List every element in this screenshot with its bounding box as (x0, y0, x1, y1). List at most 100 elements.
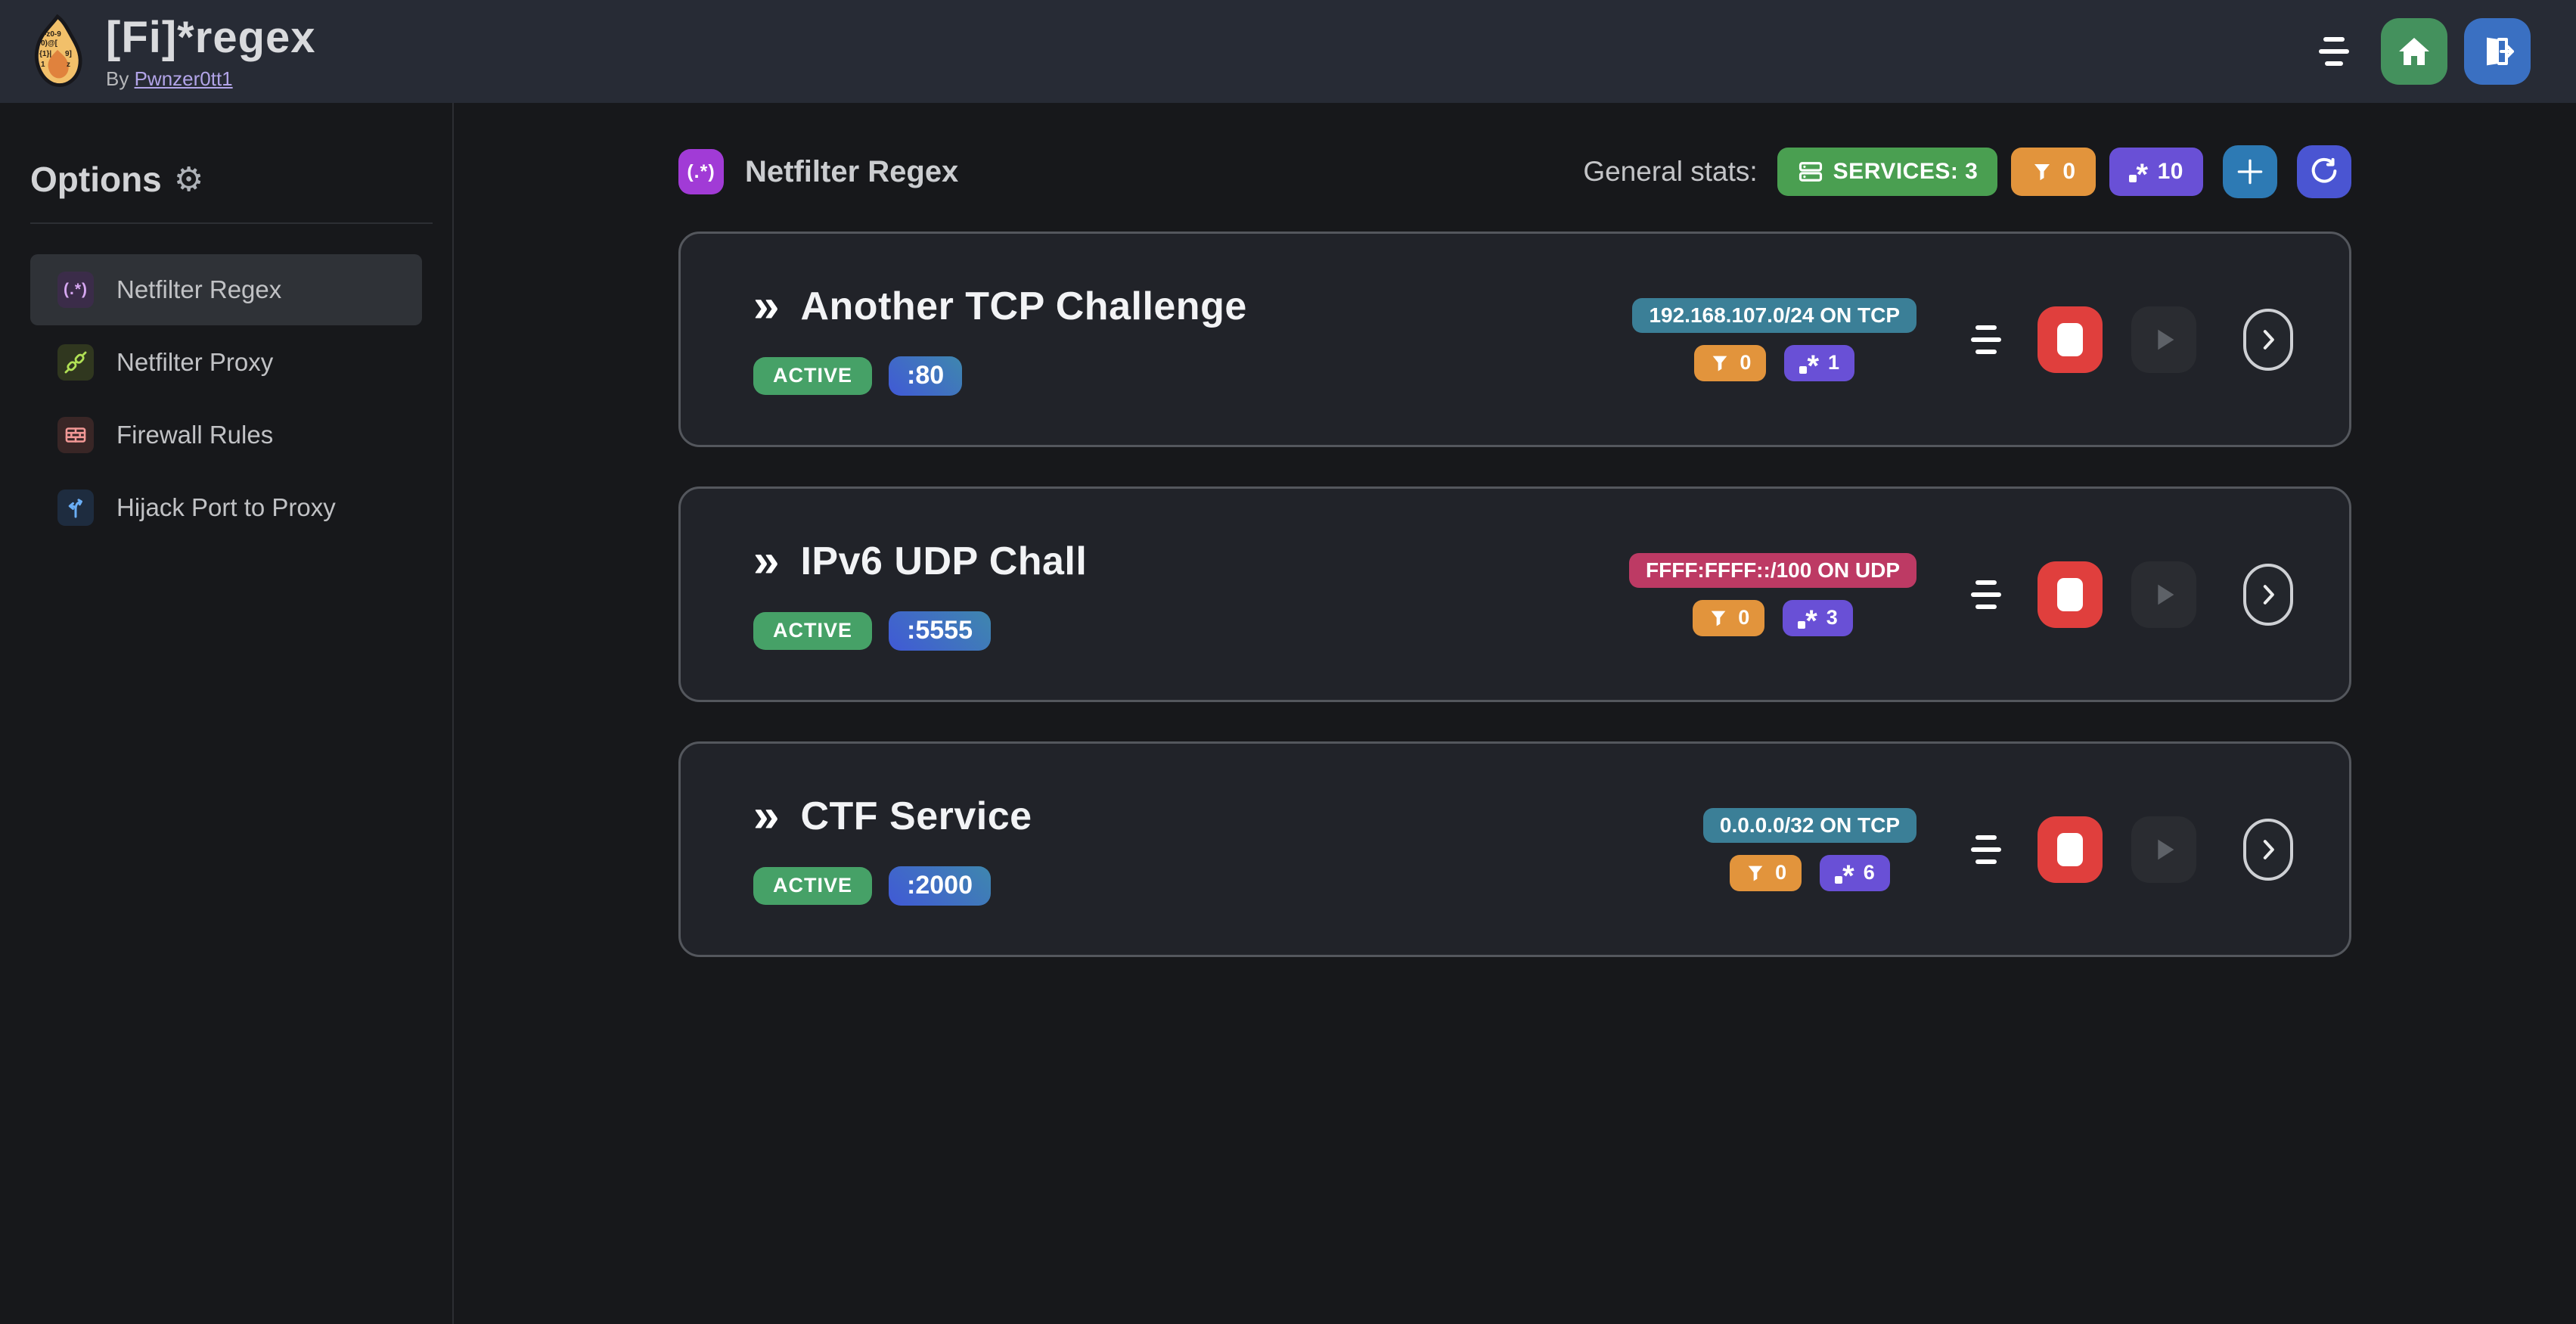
service-menu-icon[interactable] (1971, 580, 2001, 609)
sidebar-nav: (.*) Netfilter Regex Netfilter Proxy (30, 254, 422, 543)
play-icon (2158, 329, 2174, 350)
by-label: By (106, 67, 129, 90)
plus-icon (2237, 159, 2263, 185)
service-name: Another TCP Challenge (800, 284, 1247, 328)
sidebar-heading: Options ⚙ (30, 159, 422, 200)
service-menu-icon[interactable] (1971, 325, 2001, 354)
stop-icon (2057, 577, 2083, 611)
page-title: Netfilter Regex (745, 154, 959, 188)
brand: -z0-9 0)@[ {1}| 9] 1 z [Fi]*regex By Pwn… (27, 12, 316, 91)
status-badge: ACTIVE (753, 866, 873, 905)
svg-text:{1}|: {1}| (39, 50, 51, 58)
service-details-button[interactable] (2243, 308, 2293, 371)
service-filters-badge: 0 (1694, 344, 1767, 381)
stop-service-button[interactable] (2038, 306, 2103, 373)
service-regexes-badge: * 1 (1784, 344, 1855, 381)
start-service-button[interactable] (2131, 306, 2196, 373)
refresh-button[interactable] (2297, 145, 2351, 198)
sidebar-item-label: Firewall Rules (116, 421, 274, 449)
sidebar-item-netfilter-proxy[interactable]: Netfilter Proxy (30, 327, 422, 398)
svg-text:0)@[: 0)@[ (41, 39, 58, 48)
play-icon (2158, 584, 2174, 605)
app-header: -z0-9 0)@[ {1}| 9] 1 z [Fi]*regex By Pwn… (0, 0, 2576, 103)
chevron-right-icon (2263, 839, 2274, 859)
funnel-icon (1748, 866, 1763, 881)
service-menu-icon[interactable] (1971, 834, 2001, 864)
svg-text:1: 1 (41, 61, 45, 69)
add-service-button[interactable] (2223, 145, 2277, 198)
main-area: (.*) Netfilter Regex General stats: SERV… (454, 103, 2576, 1324)
regex-glyph-icon: * (2128, 159, 2149, 190)
service-details-button[interactable] (2243, 563, 2293, 626)
split-arrows-icon (57, 490, 94, 526)
sidebar-item-netfilter-regex[interactable]: (.*) Netfilter Regex (30, 254, 422, 325)
gear-icon: ⚙ (173, 160, 204, 199)
sidebar-item-label: Netfilter Proxy (116, 348, 274, 376)
cidr-badge: 192.168.107.0/24 ON TCP (1632, 297, 1916, 333)
sidebar-item-label: Netfilter Regex (116, 275, 282, 303)
brick-wall-icon (57, 417, 94, 453)
section-header: (.*) Netfilter Regex General stats: SERV… (678, 145, 2351, 198)
cidr-badge: 0.0.0.0/32 ON TCP (1702, 807, 1916, 843)
svg-text:-z0-9: -z0-9 (44, 30, 61, 39)
services-count-badge: SERVICES: 3 (1777, 148, 1998, 196)
service-filters-badge: 0 (1693, 599, 1765, 636)
service-list: » Another TCP Challenge ACTIVE :80 192.1… (678, 232, 2351, 957)
sidebar: Options ⚙ (.*) Netfilter Regex (0, 103, 454, 1324)
logout-icon (2487, 37, 2514, 66)
service-name: CTF Service (800, 794, 1032, 838)
plug-link-icon (57, 344, 94, 381)
stop-icon (2057, 322, 2083, 356)
stop-service-button[interactable] (2038, 561, 2103, 628)
funnel-icon (1713, 356, 1727, 371)
regex-glyph-icon: * (1799, 350, 1819, 381)
regex-glyph-icon: * (1835, 860, 1854, 891)
filters-count-badge: 0 (2011, 148, 2096, 196)
service-details-button[interactable] (2243, 818, 2293, 881)
funnel-icon (2034, 164, 2050, 181)
service-regexes-badge: * 6 (1820, 854, 1890, 891)
author-link[interactable]: Pwnzer0tt1 (134, 67, 233, 90)
double-chevron-icon: » (753, 279, 780, 332)
service-filters-badge: 0 (1730, 854, 1802, 891)
app-title: [Fi]*regex (106, 13, 316, 62)
sidebar-item-label: Hijack Port to Proxy (116, 493, 336, 521)
chevron-right-icon (2263, 584, 2274, 605)
svg-text:z: z (67, 61, 70, 69)
brand-text: [Fi]*regex By Pwnzer0tt1 (106, 12, 316, 91)
stop-service-button[interactable] (2038, 816, 2103, 883)
double-chevron-icon: » (753, 534, 780, 587)
status-badge: ACTIVE (753, 611, 873, 650)
header-actions (2319, 18, 2531, 85)
regex-glyph-icon: * (1798, 605, 1817, 636)
general-stats: General stats: SERVICES: 3 (1583, 145, 2351, 198)
regex-icon: (.*) (57, 272, 94, 308)
service-card-another-tcp-challenge: » Another TCP Challenge ACTIVE :80 192.1… (678, 232, 2351, 447)
service-card-ctf-service: » CTF Service ACTIVE :2000 0.0.0.0/32 ON… (678, 741, 2351, 957)
sidebar-item-hijack-port[interactable]: Hijack Port to Proxy (30, 472, 422, 543)
byline: By Pwnzer0tt1 (106, 67, 316, 91)
home-icon (2399, 38, 2429, 65)
sidebar-item-firewall-rules[interactable]: Firewall Rules (30, 399, 422, 471)
port-badge: :5555 (889, 611, 991, 651)
service-regexes-badge: * 3 (1783, 599, 1853, 636)
sidebar-divider (30, 222, 433, 224)
svg-text:9]: 9] (65, 50, 72, 58)
logout-button[interactable] (2464, 18, 2531, 85)
play-icon (2158, 839, 2174, 859)
regexes-count-badge: * 10 (2109, 148, 2203, 196)
start-service-button[interactable] (2131, 561, 2196, 628)
stats-label: General stats: (1583, 156, 1758, 187)
cidr-badge: FFFF:FFFF::/100 ON UDP (1629, 552, 1916, 588)
port-badge: :80 (889, 356, 963, 396)
flame-logo-icon: -z0-9 0)@[ {1}| 9] 1 z (34, 14, 82, 87)
status-badge: ACTIVE (753, 356, 873, 395)
service-name: IPv6 UDP Chall (800, 539, 1088, 583)
home-button[interactable] (2381, 18, 2447, 85)
port-badge: :2000 (889, 866, 991, 906)
start-service-button[interactable] (2131, 816, 2196, 883)
header-menu-icon[interactable] (2319, 37, 2349, 66)
double-chevron-icon: » (753, 789, 780, 842)
options-label: Options (30, 160, 162, 199)
